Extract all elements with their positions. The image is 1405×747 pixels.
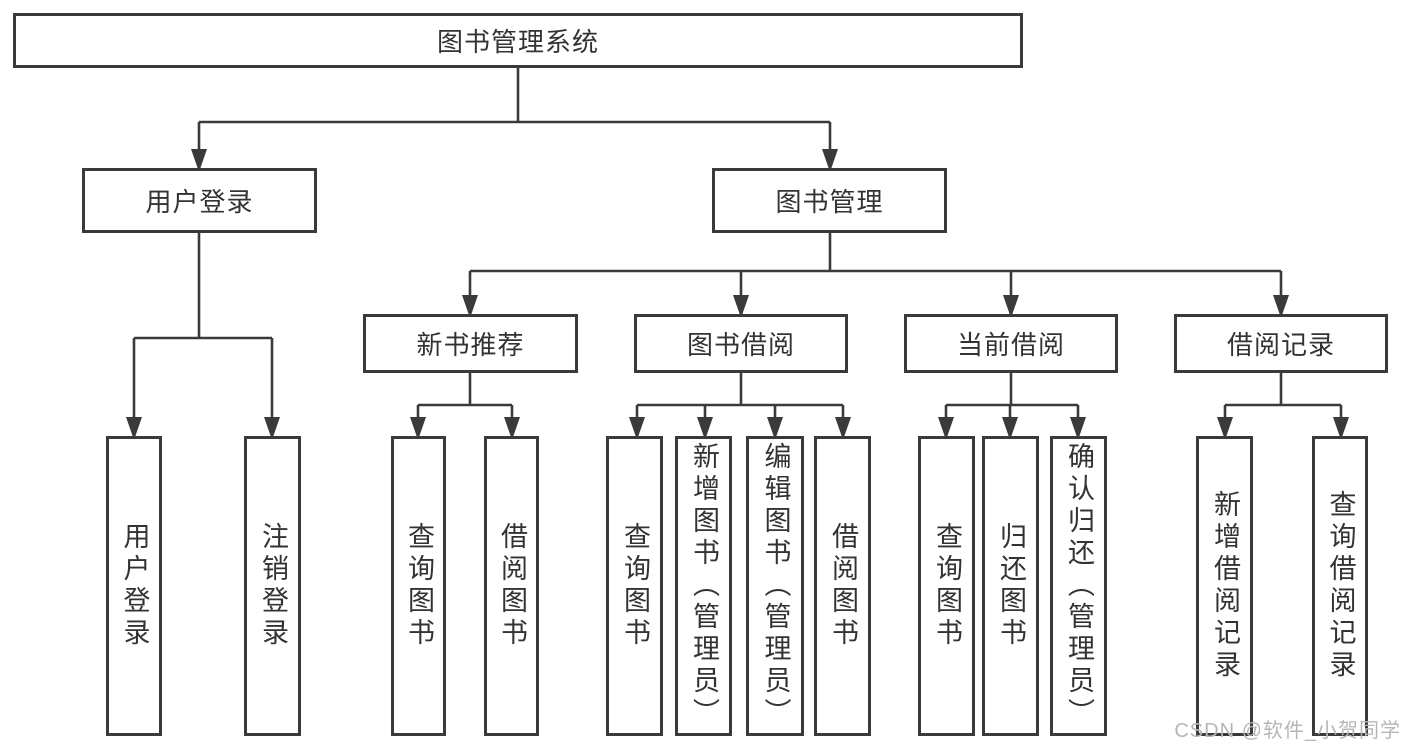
node-label: 借阅图书 xyxy=(497,522,527,650)
node-label: 编辑图书（管理员） xyxy=(760,442,791,730)
node-label: 图书借阅 xyxy=(686,330,795,360)
node-edit-book-admin: 编辑图书（管理员） xyxy=(746,436,804,736)
node-library-management-system: 图书管理系统 xyxy=(13,13,1023,68)
node-label: 确认归还（管理员） xyxy=(1064,442,1094,730)
node-label: 借阅记录 xyxy=(1226,330,1335,360)
node-label: 图书管理系统 xyxy=(436,27,599,57)
node-label: 图书管理 xyxy=(775,187,884,217)
node-query-books-recommend: 查询图书 xyxy=(391,436,446,736)
node-borrow-books-borrow: 借阅图书 xyxy=(814,436,871,736)
node-borrow-books-recommend: 借阅图书 xyxy=(484,436,539,736)
node-query-borrow-record: 查询借阅记录 xyxy=(1312,436,1368,736)
node-borrowing-records: 借阅记录 xyxy=(1174,314,1388,373)
node-label: 借阅图书 xyxy=(828,522,858,650)
node-label: 查询图书 xyxy=(620,522,650,650)
node-user-login: 用户登录 xyxy=(82,168,317,233)
node-label: 归还图书 xyxy=(996,522,1026,650)
node-label: 当前借阅 xyxy=(956,330,1065,360)
node-add-borrow-record: 新增借阅记录 xyxy=(1196,436,1253,736)
node-current-borrowing: 当前借阅 xyxy=(904,314,1118,373)
node-add-book-admin: 新增图书（管理员） xyxy=(675,436,732,736)
node-book-management: 图书管理 xyxy=(712,168,947,233)
node-label: 注销登录 xyxy=(258,522,288,650)
arrowheads xyxy=(126,149,1349,440)
node-query-books-current: 查询图书 xyxy=(918,436,975,736)
node-logout: 注销登录 xyxy=(244,436,301,736)
node-label: 用户登录 xyxy=(145,187,254,217)
node-book-borrowing: 图书借阅 xyxy=(634,314,848,373)
node-user-login-action: 用户登录 xyxy=(106,436,162,736)
csdn-watermark: CSDN @软件_小贺同学 xyxy=(1174,720,1401,742)
node-label: 查询图书 xyxy=(404,522,434,650)
node-label: 新书推荐 xyxy=(416,330,525,360)
node-label: 用户登录 xyxy=(119,522,150,650)
node-query-books-borrow: 查询图书 xyxy=(606,436,663,736)
node-label: 新增借阅记录 xyxy=(1210,490,1240,682)
node-label: 查询图书 xyxy=(932,522,962,650)
node-return-books: 归还图书 xyxy=(982,436,1039,736)
node-label: 查询借阅记录 xyxy=(1325,490,1356,682)
node-confirm-return-admin: 确认归还（管理员） xyxy=(1050,436,1107,736)
node-label: 新增图书（管理员） xyxy=(689,442,719,730)
node-new-book-recommendation: 新书推荐 xyxy=(363,314,578,373)
